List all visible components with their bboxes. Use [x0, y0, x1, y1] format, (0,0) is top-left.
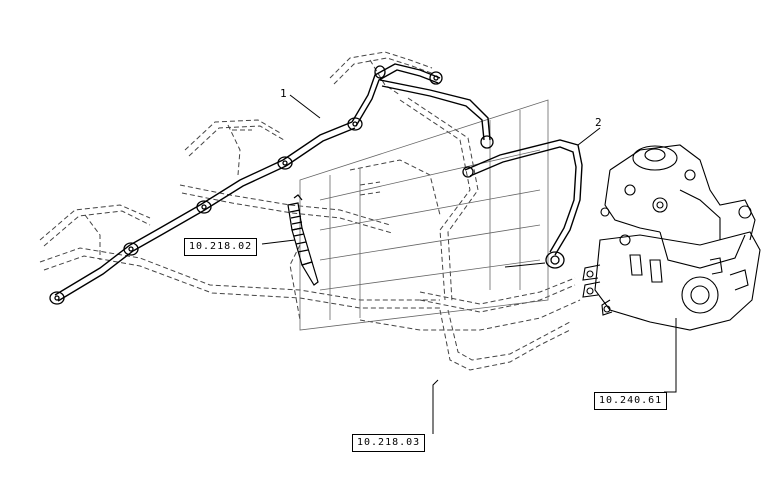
phantom-pipes	[39, 51, 581, 371]
pipe-fittings	[49, 65, 565, 305]
engine-block-outline	[299, 99, 549, 331]
leader-lines	[261, 94, 677, 434]
pump-feed-pipe	[464, 139, 583, 256]
pump-reference-label: 10.240.61	[594, 392, 668, 410]
injection-pump	[582, 144, 761, 331]
callout-item-2: 2	[595, 116, 602, 129]
lower-pipes-reference-label: 10.218.03	[352, 434, 426, 452]
callout-item-1: 1	[280, 87, 287, 100]
injector-pipe-rail	[54, 63, 491, 302]
injector-reference-label: 10.218.02	[184, 238, 258, 256]
injector-body	[287, 194, 319, 286]
